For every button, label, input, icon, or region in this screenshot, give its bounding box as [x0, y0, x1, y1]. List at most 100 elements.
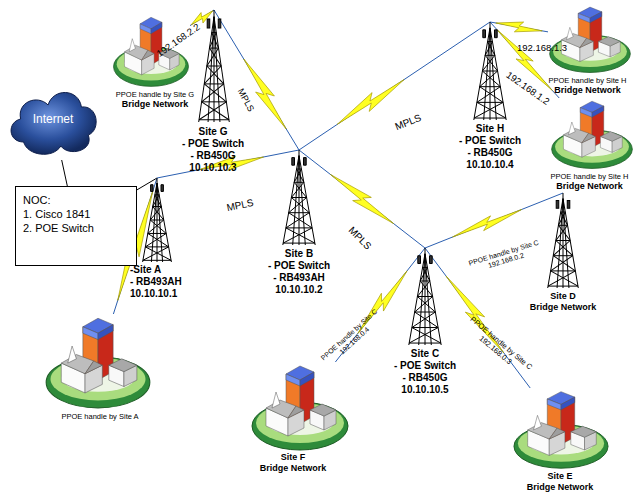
text-block: PPOE handle by Site GBridge Network [95, 90, 215, 110]
building-site: Site FBridge Network [250, 362, 350, 452]
building-symbol [250, 362, 350, 452]
node-text: 10.10.10.4 [445, 159, 535, 171]
node-text: - POE Switch [254, 260, 344, 272]
lightning-bolt [453, 210, 522, 238]
tower-lattice [474, 22, 506, 120]
node-text: Site F [243, 452, 343, 463]
node-text: 10.10.10.3 [165, 162, 261, 174]
node-text: PPOE handle by Site H [537, 172, 637, 181]
radio-tower: Site DBridge Network [546, 193, 580, 288]
building-illustration [46, 318, 150, 408]
tower-symbol [141, 178, 173, 262]
link-line [490, 22, 548, 32]
lightning-bolt [244, 59, 287, 129]
text-block: Site DBridge Network [513, 291, 613, 313]
node-text: 10.10.10.5 [380, 384, 470, 396]
tower-lattice [548, 193, 579, 288]
building-site: PPOE handle by Site GBridge Network [112, 14, 190, 88]
node-text: - RB493AH [254, 272, 344, 284]
building-symbol [44, 314, 152, 410]
node-text: Site G [165, 126, 261, 138]
tower-symbol [546, 193, 580, 288]
link-label: PPOE handle by Site C 192.168.0.4 [317, 305, 387, 370]
building-symbol [112, 14, 190, 88]
tower-lattice [283, 150, 315, 245]
building-site: Site EBridge Network [512, 388, 610, 470]
tower-symbol [472, 22, 508, 120]
node-text: Site E [510, 471, 610, 482]
building-symbol [550, 98, 634, 170]
node-text: Bridge Network [535, 85, 637, 96]
text-block: Internet [4, 112, 102, 126]
node-text: - RB450G [445, 147, 535, 159]
node-text: - POE Switch [445, 135, 535, 147]
link-line [425, 193, 563, 248]
building-site: PPOE handle by Site HBridge Network [548, 4, 632, 74]
node-text: - RB450G [165, 150, 261, 162]
text-block: Site EBridge Network [510, 471, 610, 493]
building-illustration [550, 7, 631, 72]
building-illustration [514, 392, 608, 469]
text-block: Site B- POE Switch- RB493AH10.10.10.2 [254, 248, 344, 296]
building-symbol [512, 388, 610, 470]
node-text: Site B [254, 248, 344, 260]
radio-tower: Site G- POE Switch- RB450G10.10.10.3 [197, 10, 231, 122]
node-text: Bridge Network [510, 482, 610, 493]
node-text: Bridge Network [243, 463, 343, 474]
link-label: PPOE handle by Site C 192.168.0.3 [460, 313, 537, 381]
link-line [299, 22, 490, 150]
node-text: Bridge Network [95, 99, 215, 110]
tower-lattice [409, 248, 441, 345]
tower-lattice [143, 178, 172, 262]
text-block: Site C- POE Switch- RB450G10.10.10.5 [380, 348, 470, 396]
building-illustration [114, 17, 189, 86]
text-block: Site FBridge Network [243, 452, 343, 474]
node-text: - RB450G [380, 372, 470, 384]
text-block: Site G- POE Switch- RB450G10.10.10.3 [165, 126, 261, 174]
link-label: 192.168.1.3 [517, 42, 567, 53]
node-text: 2. POE Switch [23, 221, 133, 235]
node-text: - POE Switch [165, 138, 261, 150]
radio-tower: Site B- POE Switch- RB493AH10.10.10.2 [281, 150, 317, 245]
node-text: Site H [445, 123, 535, 135]
building-site: PPOE handle by Site A [44, 314, 152, 410]
node-text: 1. Cisco 1841 [23, 207, 133, 221]
link-label: MPLS [236, 87, 256, 113]
text-block: -Site A- RB493AH10.10.10.1 [130, 264, 210, 300]
tower-symbol [407, 248, 443, 345]
node-text: Bridge Network [513, 302, 613, 313]
building-site: PPOE handle by Site HBridge Network [550, 98, 634, 170]
node-text: Site C [380, 348, 470, 360]
node-text: - RB493AH [130, 276, 210, 288]
lightning-bolt [331, 175, 394, 224]
link-label: MPLS [393, 112, 422, 132]
node-text: PPOE handle by Site H [535, 76, 637, 85]
building-illustration [252, 366, 348, 450]
link-line [62, 160, 68, 186]
link-label: MPLS [346, 224, 373, 251]
radio-tower: Site H- POE Switch- RB450G10.10.10.4 [472, 22, 508, 120]
node-text: NOC: [23, 193, 133, 207]
text-block: PPOE handle by Site A [35, 412, 165, 421]
tower-symbol [197, 10, 231, 122]
lightning-bolt [496, 22, 542, 32]
radio-tower: Site C- POE Switch- RB450G10.10.10.5 [407, 248, 443, 345]
node-text: PPOE handle by Site A [35, 412, 165, 421]
internet-cloud: Internet [4, 80, 102, 160]
node-text: Internet [4, 112, 102, 126]
lightning-bolt [337, 80, 404, 125]
node-text: Site D [513, 291, 613, 302]
link-line [157, 150, 299, 178]
tower-lattice [199, 10, 230, 122]
text-block: PPOE handle by Site HBridge Network [537, 172, 637, 192]
link-label: PPOE handle by Site C 192.168.0.2 [464, 238, 545, 277]
node-text: 10.10.10.1 [130, 288, 210, 300]
building-symbol [548, 4, 632, 74]
node-text: Bridge Network [537, 181, 637, 192]
text-block: Site H- POE Switch- RB450G10.10.10.4 [445, 123, 535, 171]
link-label: MPLS [226, 197, 255, 213]
node-text: 10.10.10.2 [254, 284, 344, 296]
node-text: PPOE handle by Site G [95, 90, 215, 99]
node-text: -Site A [130, 264, 210, 276]
